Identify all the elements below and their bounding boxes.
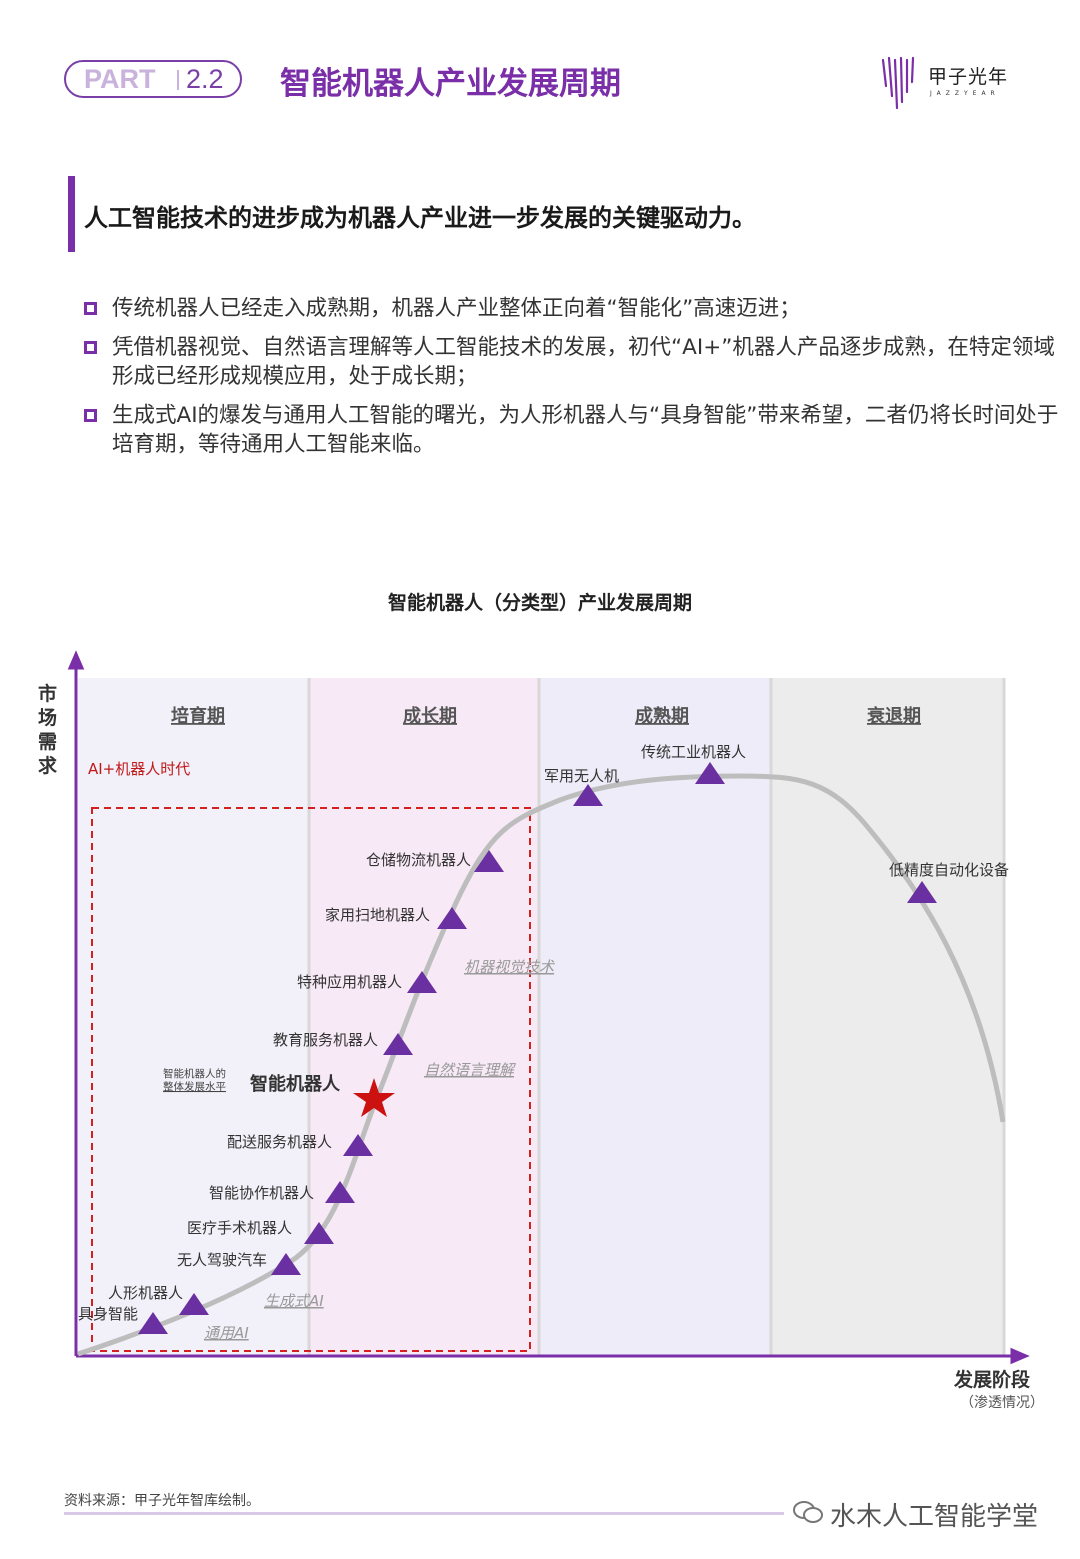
chart-title: 智能机器人（分类型）产业发展周期	[387, 592, 692, 614]
phase-label: 成长期	[403, 705, 457, 727]
wechat-icon	[793, 1501, 823, 1523]
triangle-marker-icon	[573, 784, 603, 806]
product-label: 军用无人机	[544, 767, 619, 785]
source-note: 资料来源：甲子光年智库绘制。	[64, 1493, 260, 1509]
bullet-list: 传统机器人已经走入成熟期，机器人产业整体正向着“智能化”高速迈进； 凭借机器视觉…	[84, 294, 1064, 469]
product-label: 传统工业机器人	[641, 743, 746, 761]
highlight-label: 智能机器人	[250, 1073, 341, 1095]
triangle-marker-icon	[407, 971, 437, 993]
product-label: 仓储物流机器人	[366, 851, 471, 869]
tech-label: 通用AI	[204, 1324, 249, 1342]
logo-text: 甲子光年	[928, 66, 1009, 88]
phase-band-growth	[310, 678, 538, 1356]
tech-label: 自然语言理解	[424, 1061, 516, 1079]
bullet-text: 传统机器人已经走入成熟期，机器人产业整体正向着“智能化”高速迈进；	[112, 296, 801, 321]
product-label: 具身智能	[78, 1305, 138, 1323]
svg-text:求: 求	[38, 754, 58, 777]
highlight-note-2: 整体发展水平	[163, 1080, 226, 1093]
phase-band-mature	[540, 678, 770, 1356]
triangle-marker-icon	[474, 850, 504, 872]
product-label: 低精度自动化设备	[889, 861, 1009, 879]
triangle-marker-icon	[179, 1293, 209, 1315]
product-label: 无人驾驶汽车	[177, 1251, 267, 1269]
star-icon	[353, 1078, 395, 1117]
svg-text:需: 需	[38, 731, 57, 753]
triangle-marker-icon	[343, 1134, 373, 1156]
product-label: 教育服务机器人	[273, 1031, 378, 1049]
phase-label: 成熟期	[635, 705, 689, 727]
phase-label: 衰退期	[866, 705, 921, 727]
triangle-marker-icon	[304, 1222, 334, 1244]
y-axis-label: 市 场 需 求	[38, 682, 58, 777]
page-title: 智能机器人产业发展周期	[280, 66, 621, 102]
phase-band-decline	[772, 678, 1004, 1356]
tech-label: 机器视觉技术	[464, 958, 556, 976]
product-label: 智能协作机器人	[209, 1184, 314, 1202]
product-markers: 具身智能 人形机器人 无人驾驶汽车 医疗手术机器人 智能协作机器人 配送服务机器人 教育服务…	[78, 743, 1009, 1334]
axes	[67, 650, 1030, 1365]
region-label: AI+机器人时代	[88, 760, 190, 778]
svg-text:市: 市	[38, 682, 57, 705]
bullet-item: 生成式AI的爆发与通用人工智能的曙光，为人形机器人与“具身智能”带来希望，二者仍…	[84, 401, 1064, 459]
x-axis-label: 发展阶段	[953, 1368, 1031, 1391]
square-bullet-icon	[84, 302, 97, 315]
logo-subtext: JAZZYEAR	[930, 90, 1000, 97]
footer-divider	[64, 1512, 784, 1515]
highlight-note-1: 智能机器人的	[163, 1067, 226, 1080]
triangle-marker-icon	[695, 762, 725, 784]
ai-era-dashed-box	[91, 807, 531, 1352]
part-number: 2.2	[186, 64, 224, 94]
section-title: 人工智能技术的进步成为机器人产业进一步发展的关键驱动力。	[84, 204, 756, 232]
tech-label: 生成式AI	[264, 1292, 324, 1310]
part-divider	[177, 70, 179, 90]
triangle-marker-icon	[383, 1033, 413, 1055]
bullet-item: 传统机器人已经走入成熟期，机器人产业整体正向着“智能化”高速迈进；	[84, 294, 1064, 323]
square-bullet-icon	[84, 409, 97, 422]
section-accent-bar	[68, 176, 75, 252]
x-axis-sublabel: （渗透情况）	[960, 1395, 1044, 1411]
wechat-account: 水木人工智能学堂	[830, 1496, 1038, 1533]
triangle-marker-icon	[325, 1181, 355, 1203]
lifecycle-diagram: 培育期 成长期 成熟期 衰退期 市 场 需 求 发展阶段 （渗透情况） AI+机…	[38, 650, 1044, 1411]
triangle-marker-icon	[138, 1312, 168, 1334]
phase-label: 培育期	[171, 705, 225, 727]
product-label: 家用扫地机器人	[325, 906, 430, 924]
bullet-item: 凭借机器视觉、自然语言理解等人工智能技术的发展，初代“AI+”机器人产品逐步成熟…	[84, 333, 1064, 391]
triangle-marker-icon	[437, 907, 467, 929]
product-label: 配送服务机器人	[227, 1133, 332, 1151]
bullet-text: 生成式AI的爆发与通用人工智能的曙光，为人形机器人与“具身智能”带来希望，二者仍…	[112, 403, 1059, 457]
triangle-marker-icon	[271, 1253, 301, 1275]
product-label: 人形机器人	[108, 1284, 183, 1302]
phase-band-incubation	[78, 678, 308, 1356]
square-bullet-icon	[84, 341, 97, 354]
svg-text:场: 场	[38, 707, 57, 729]
product-label: 特种应用机器人	[297, 973, 402, 991]
bullet-text: 凭借机器视觉、自然语言理解等人工智能技术的发展，初代“AI+”机器人产品逐步成熟…	[112, 335, 1055, 389]
product-label: 医疗手术机器人	[187, 1219, 292, 1237]
lifecycle-curve	[77, 773, 1006, 1357]
jazzyear-logo-icon	[881, 56, 915, 110]
part-badge: PART 2.2	[64, 60, 242, 98]
part-label: PART	[84, 64, 156, 94]
triangle-marker-icon	[907, 881, 937, 903]
wechat-account-name: 水木人工智能学堂	[830, 1502, 1039, 1532]
